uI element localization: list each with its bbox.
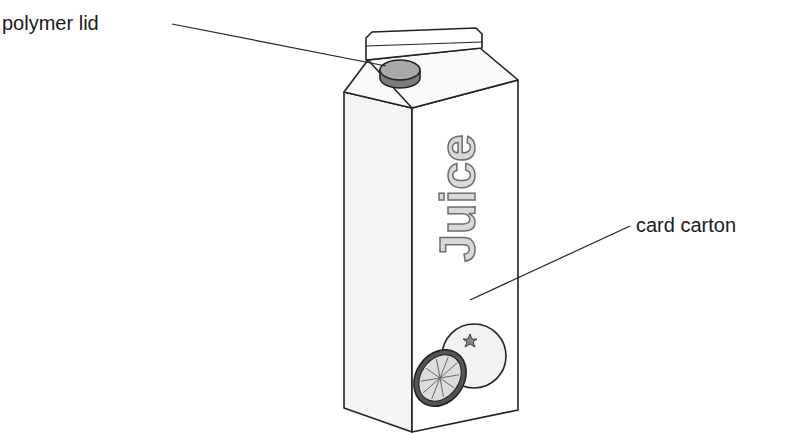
leader-line	[470, 226, 630, 300]
orange-stalk-star	[463, 334, 477, 347]
fin-seam	[366, 42, 482, 46]
part-label: polymer lid	[2, 12, 99, 34]
brand-text: Juice	[433, 134, 483, 262]
orange-half	[403, 340, 477, 417]
orange-segment	[440, 378, 454, 388]
orange-flesh	[410, 347, 470, 410]
orange-segment	[440, 375, 459, 378]
orange-segment	[436, 359, 440, 378]
carton-side-face	[344, 92, 412, 432]
part-label: card carton	[636, 214, 736, 236]
polymer-lid	[380, 60, 420, 80]
leader-line	[172, 24, 386, 66]
orange-segment	[426, 368, 440, 378]
orange-segment	[421, 378, 440, 381]
orange-segments	[421, 357, 459, 399]
carton-fin	[366, 28, 482, 60]
orange-segment	[440, 378, 444, 397]
